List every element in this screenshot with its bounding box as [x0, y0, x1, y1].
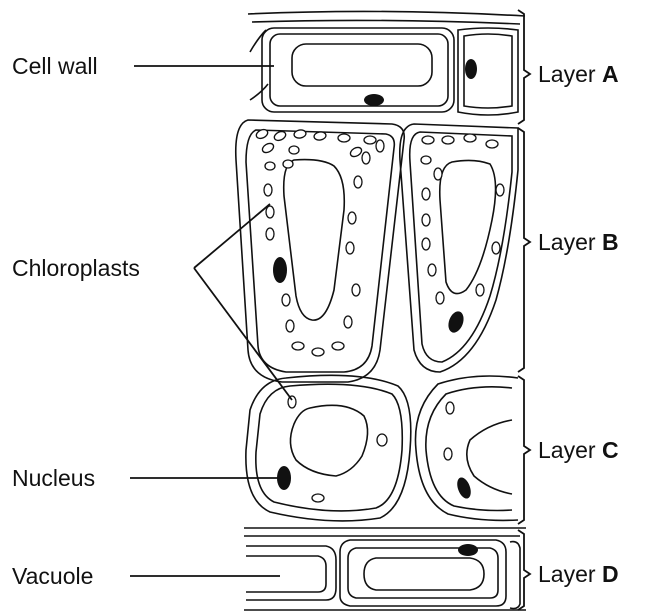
- label-nucleus: Nucleus: [12, 465, 95, 491]
- nucleus-c2: [455, 476, 474, 501]
- bracket-layer-b: [518, 128, 530, 372]
- layer-d-cells: [244, 528, 526, 610]
- vacuole-d1: [364, 558, 484, 590]
- vacuole-b1: [284, 160, 345, 321]
- vacuole-c1: [290, 405, 367, 476]
- leader-chloroplasts-1: [194, 204, 270, 268]
- bracket-layer-c: [518, 376, 530, 524]
- layer-a-cells: [248, 11, 525, 115]
- layer-c-cells: [246, 375, 518, 521]
- leader-lines: [130, 66, 292, 576]
- label-layer-b: Layer B: [538, 229, 619, 255]
- vacuole-a1: [292, 44, 432, 86]
- layer-brackets: [518, 10, 530, 610]
- leader-chloroplasts-2: [194, 268, 292, 400]
- nucleus-d1: [458, 544, 478, 556]
- nucleus-a1: [364, 94, 384, 106]
- nucleus-b1: [273, 257, 287, 283]
- vacuole-b2: [440, 160, 496, 293]
- chloroplasts-b1: [255, 128, 384, 356]
- label-vacuole: Vacuole: [12, 563, 93, 589]
- label-chloroplasts: Chloroplasts: [12, 255, 140, 281]
- label-cell-wall: Cell wall: [12, 53, 98, 79]
- layer-b-cells: [236, 120, 518, 382]
- nucleus-b2: [446, 309, 467, 334]
- nucleus-a2: [465, 59, 477, 79]
- label-layer-c: Layer C: [538, 437, 619, 463]
- chloroplast-c1a: [288, 396, 296, 408]
- label-layer-d: Layer D: [538, 561, 619, 587]
- bracket-layer-a: [518, 10, 530, 124]
- label-layer-a: Layer A: [538, 61, 619, 87]
